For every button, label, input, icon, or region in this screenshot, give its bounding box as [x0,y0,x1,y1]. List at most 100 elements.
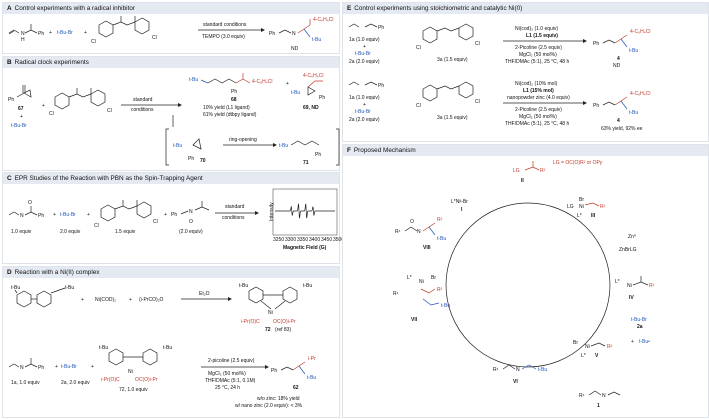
result-2: w/ nano zinc (2.0 equiv): < 3% [235,403,303,409]
tbu-group: t-Bu [189,77,198,83]
panel-d-title: Reaction with a Ni(II) complex [14,269,100,276]
cl-atom: Cl [416,103,421,109]
row2-result: 63% yield, 92% ee [601,126,643,132]
row1-result: ND [613,63,621,69]
epr-tick-label: 3250 [273,237,284,243]
ph-label: Ph [188,156,194,162]
compound-70-label: 70 [200,158,206,164]
panel-b-scheme: Ph 67 + t-Bu-Br + Cl Cl standard conditi… [8,73,340,166]
r2: R² [600,204,606,210]
equiv-1: 1.0 equiv [11,229,32,235]
n: N [602,393,606,399]
l: L* [577,213,582,219]
equiv-2: 2.0 equiv [60,229,81,235]
condition-3: THF/DMAc (5:1, 0.1M) [205,378,256,384]
plus-sign: + [363,102,366,108]
r1: R¹ [393,291,399,297]
dtbpy-ligand-structure: t-Bu t-Bu [11,285,74,308]
r1: R¹ [579,393,585,399]
epr-tick-label: 3350 [297,237,308,243]
cl-atom: Cl [107,108,112,114]
reagent-tbubr: t-Bu-Br [57,30,73,36]
reagent-2a: t-Bu-Br 2a [631,317,647,330]
tbu-group: t-Bu [303,283,312,289]
o-atom: O [28,200,32,206]
panel-e-scheme: Ph 1a (1.0 equiv) + t-Bu-Br 2a (2.0 equi… [348,23,650,132]
anhydride-structure: Cl Cl [49,88,112,117]
tbu-group: t-Bu [629,110,638,116]
reagent-2a-label: 2a [637,324,643,330]
l: L* [615,279,620,285]
row2-s3: 3a (1.5 equiv) [437,115,468,121]
tbu-group: t-Bu [99,345,108,351]
tbu-group: t-Bu [11,285,20,291]
br: Br [573,340,578,346]
product-62-structure: Ph i-Pr t-Bu 62 [271,356,316,391]
epr-tick-label: 3500 [333,237,344,243]
intermediate-VII: R¹ L* Ni Br R² t-Bu VII [393,275,450,323]
tbu-group: t-Bu [65,285,74,291]
ph-label: Ph [378,25,384,31]
result-1: w/o zinc: 18% yield [257,396,300,402]
epr-trace [275,203,335,219]
lg: LG [567,204,574,210]
result-nd: ND [291,46,299,52]
plus-sign: + [91,364,94,370]
row2-s1: 1a (1.0 equiv) [349,95,380,101]
ph-label: Ph [38,365,44,371]
row2-product-4: Ph 4-C₆H₄Cl t-Bu 4 63% yield, 92% ee [593,91,650,132]
ni-atom: Ni [128,369,133,375]
enamide-1a-structure: N H Ph [8,24,44,43]
r2: R² [437,217,443,223]
panel-d-scheme: t-Bu t-Bu + Ni(COD)₂ + (i-PrCO)₂O Et₂O t… [8,283,316,409]
aryl-group: 4-C₆H₄Cl [303,73,323,79]
intermediate-V: Br Ni R² L* V [573,340,613,359]
anhydride-structure: Cl Cl 1.5 equiv [94,200,158,235]
panel-a-letter: A [7,5,12,12]
ph-label: Ph [269,31,275,37]
row2-s2: 2a (2.0 equiv) [349,117,380,123]
substrate-1-label: 1 [597,403,600,409]
compound-67-label: 67 [18,106,24,112]
reagent-tbubr: t-Bu-Br [355,109,371,115]
row2-cond-3: 2-Picoline (2.5 equiv) [515,107,562,113]
row1-cond-3: 2-Picoline (2.5 equiv) [515,45,562,51]
reagent-tbubr: t-Bu-Br [11,123,27,129]
ph-label: Ph [38,213,44,219]
panel-d-letter: D [7,269,12,276]
row1-s2: 2a (2.0 equiv) [349,59,380,65]
cl-atom: Cl [416,45,421,51]
l: L* [407,275,412,281]
tbu-group: t-Bu [441,303,450,309]
enamide-1a-structure: N Ph 1a, 1.0 equiv [8,358,44,386]
V-label: V [595,353,599,359]
cl-atom: Cl [49,111,54,117]
plus-sign: + [129,297,132,303]
intermediate-III: Br LG Ni R² L* III [567,197,606,219]
IV-label: IV [629,295,634,301]
equiv-4: (2.0 equiv) [179,229,203,235]
ligand-ipr-1: i-Pr(O)C [101,377,120,383]
compound-68-structure: t-Bu Ph 4-C₆H₄Cl 68 10% yield (L1 ligand… [189,73,272,118]
zn-reductant: Zn⁰ [628,234,636,240]
panel-f-letter: F [347,147,351,154]
tbu-group: t-Bu [312,37,321,43]
plus-sign: + [55,364,58,370]
r2: R² [607,344,613,350]
ni: Ni [585,344,590,350]
tbu-group: t-Bu [291,90,300,96]
ni-cod: Ni(COD)₂ [95,297,116,303]
product-62-label: 62 [293,385,299,391]
equiv-1: 1a, 1.0 equiv [11,380,40,386]
cl-atom: Cl [475,41,480,47]
row1-cond-1: Ni(cod)₂ (1.0 equiv) [515,26,558,32]
lg: LG [513,168,520,174]
